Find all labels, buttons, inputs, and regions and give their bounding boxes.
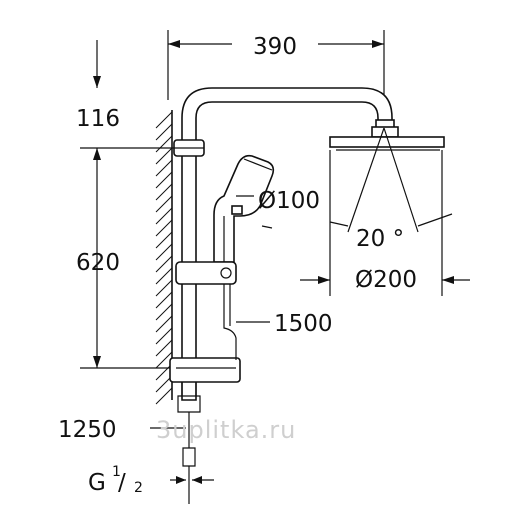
vertical-dimension-lines (80, 40, 186, 369)
head-shower-diameter-label: Ø200 (355, 267, 417, 293)
hatch-line (155, 279, 173, 297)
hatch-line (155, 123, 173, 141)
arm-reach-dimension (167, 30, 385, 118)
hatch-line (155, 195, 173, 213)
thread-numerator-label: 1 (112, 464, 121, 480)
wall (155, 110, 173, 405)
hatch-line (155, 231, 173, 249)
hatch-line (155, 183, 173, 201)
head-tilt-angle-label: 20 ° (356, 226, 404, 252)
head-shower-diameter-dimension (300, 150, 470, 296)
thread-size-leader (170, 476, 214, 484)
thermostat-mixer (169, 357, 241, 383)
slider-holder (175, 261, 237, 285)
hatch-line (155, 267, 173, 285)
hatch-line (155, 291, 173, 309)
wall-hatching (155, 111, 173, 405)
hatch-line (155, 207, 173, 225)
hose-length-label: 1500 (274, 311, 333, 337)
hatch-line (155, 135, 173, 153)
thread-denominator-label: 2 (134, 480, 143, 496)
rail-height-label: 620 (76, 250, 120, 276)
hatch-line (155, 315, 173, 333)
hand-shower-diameter-leader (236, 195, 273, 229)
thread-prefix-label: G (88, 470, 106, 496)
hatch-line (155, 219, 173, 237)
hand-shower-diameter-label: Ø100 (258, 188, 320, 214)
top-offset-label: 116 (76, 106, 120, 132)
hatch-line (155, 147, 173, 165)
hatch-line (155, 159, 173, 177)
hatch-line (155, 351, 173, 369)
hatch-line (155, 327, 173, 345)
hatch-line (155, 111, 173, 129)
hatch-line (155, 255, 173, 273)
hatch-line (155, 171, 173, 189)
hatch-line (155, 243, 173, 261)
inlet-connections (177, 382, 201, 504)
head-shower-angle (329, 127, 453, 233)
top-wall-bracket (173, 139, 205, 157)
thread-slash: / (118, 470, 126, 496)
hatch-line (155, 303, 173, 321)
shower-hose (223, 284, 237, 360)
arm-reach-label: 390 (253, 34, 297, 60)
hand-shower (213, 154, 275, 263)
mixer-height-label: 1250 (58, 417, 117, 443)
hatch-line (155, 387, 173, 405)
watermark: 3uplitka.ru (156, 416, 296, 444)
hatch-line (155, 339, 173, 357)
